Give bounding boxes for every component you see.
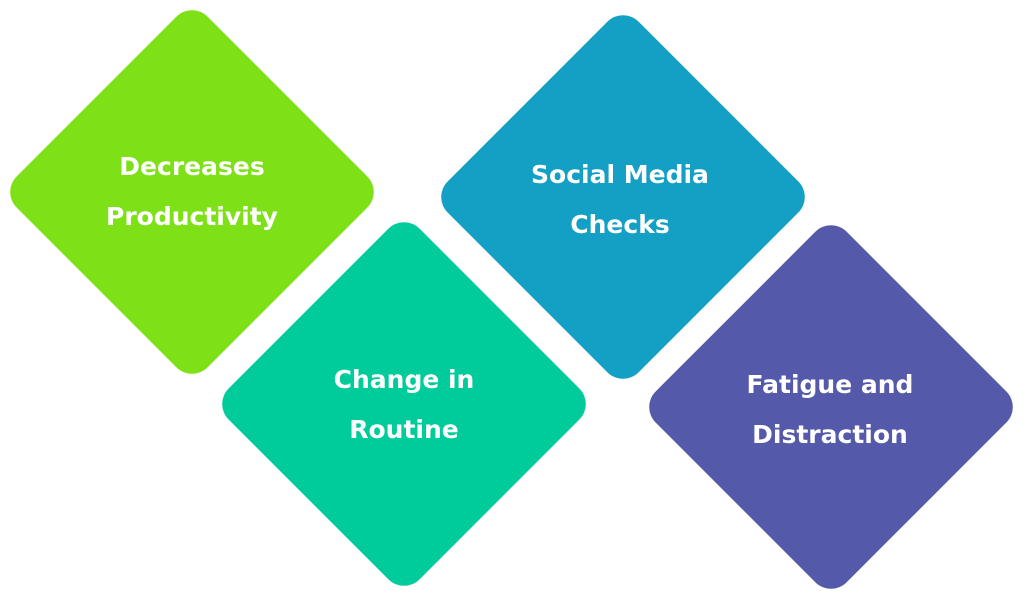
label-decreases-productivity: Decreases Productivity	[62, 142, 322, 242]
label-line: Social Media	[531, 160, 709, 189]
label-line: Change in	[333, 365, 475, 394]
label-line: Fatigue and	[746, 370, 914, 399]
label-change-in-routine: Change in Routine	[274, 355, 534, 455]
label-fatigue-and-distraction: Fatigue and Distraction	[700, 360, 960, 460]
label-line: Distraction	[752, 420, 908, 449]
label-line: Decreases	[119, 152, 265, 181]
label-line: Productivity	[106, 202, 278, 231]
label-line: Routine	[349, 415, 459, 444]
label-social-media-checks: Social Media Checks	[490, 150, 750, 250]
label-line: Checks	[570, 210, 670, 239]
